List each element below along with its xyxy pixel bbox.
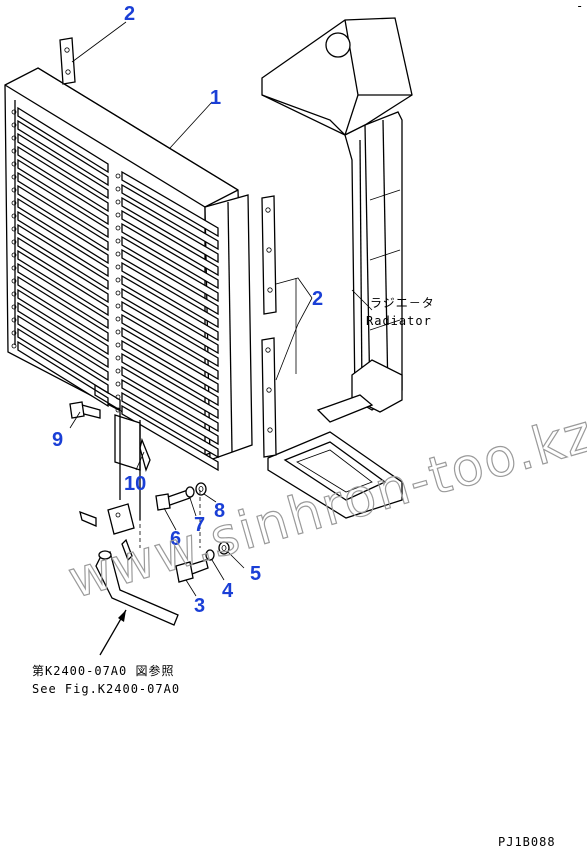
louver-slat-left (17, 106, 109, 174)
louver-slat-right (121, 261, 219, 329)
louver-bolt (115, 329, 121, 335)
louver-bolt (115, 290, 121, 296)
louver-bolt (115, 199, 121, 205)
louver-bolt (115, 355, 121, 361)
louver-bolt (11, 226, 17, 232)
louver-bolt (11, 122, 17, 128)
louver-bolt (11, 278, 17, 284)
louver-bolt (115, 186, 121, 192)
louver-slat-left (17, 158, 109, 226)
callout-10: 10 (124, 473, 146, 495)
louver-slat-right (121, 287, 219, 355)
louver-slat-left (17, 249, 109, 317)
louver-slat-right (121, 300, 219, 368)
radiator-drawing (261, 17, 413, 519)
leader-lines (69, 21, 373, 656)
callouts: 2 1 2 9 10 8 7 6 5 4 3 (52, 3, 323, 617)
louver-bolt (115, 173, 121, 179)
louver-slat-right (121, 352, 219, 420)
louver-bolt (11, 174, 17, 180)
louver-slat-right (121, 196, 219, 264)
fasteners-drawing (69, 401, 230, 626)
louver-slat-right (121, 170, 219, 238)
louver-bolt (115, 316, 121, 322)
louver-slat-left (17, 262, 109, 330)
louver-bolt (115, 381, 121, 387)
louver-bolt (11, 187, 17, 193)
louver-bolt (115, 368, 121, 374)
louver-bolt (11, 213, 17, 219)
louver-slat-left (17, 119, 109, 187)
louver-slat-left (17, 340, 109, 408)
louver-slat-left (17, 145, 109, 213)
louver-slat-right (121, 248, 219, 316)
louver-slat-left (17, 184, 109, 252)
louver-bolt (11, 135, 17, 141)
louver-slat-right (121, 235, 219, 303)
louver-bolt (115, 303, 121, 309)
louver-slat-right (121, 183, 219, 251)
louver-slat-right (121, 391, 219, 459)
louver-slat-right (121, 365, 219, 433)
louver-slat-left (17, 197, 109, 265)
louver-slat-left (17, 210, 109, 278)
louver-bolt (11, 304, 17, 310)
corner-mark: - (576, 0, 584, 13)
louver-bolt (11, 265, 17, 271)
louver-slat-left (17, 171, 109, 239)
louver-bolt (11, 239, 17, 245)
louver-slat-right (121, 378, 219, 446)
louver-bolt (115, 225, 121, 231)
drawing-code: PJ1B088 (498, 835, 556, 849)
callout-2-right: 2 (312, 288, 323, 310)
louver-bolt (11, 200, 17, 206)
louver-bolt (11, 109, 17, 115)
louver-slat-left (17, 132, 109, 200)
louver-slats (11, 106, 219, 472)
louver-bolt (115, 277, 121, 283)
callout-4: 4 (222, 580, 234, 602)
louver-slat-left (17, 236, 109, 304)
callout-5: 5 (250, 563, 261, 585)
callout-8: 8 (214, 500, 225, 522)
louver-bolt (11, 148, 17, 154)
callout-6: 6 (170, 528, 181, 550)
callout-3: 3 (194, 595, 205, 617)
louver-slat-right (121, 313, 219, 381)
louver-bolt (115, 342, 121, 348)
louver-slat-right (121, 339, 219, 407)
louver-bolt (115, 212, 121, 218)
see-fig-label-en: See Fig.K2400-07A0 (32, 682, 180, 696)
radiator-label-jp: ラジエ－タ (370, 296, 435, 310)
louver-bolt (115, 238, 121, 244)
louver-bolt (11, 330, 17, 336)
louver-bolt (115, 264, 121, 270)
callout-9: 9 (52, 429, 63, 451)
louver-guard-drawing (4, 37, 277, 520)
louver-slat-left (17, 301, 109, 369)
louver-slat-right (121, 209, 219, 277)
louver-slat-left (17, 288, 109, 356)
callout-7: 7 (194, 514, 205, 536)
louver-slat-left (17, 275, 109, 343)
louver-bolt (115, 251, 121, 257)
louver-slat-left (17, 223, 109, 291)
louver-slat-right (121, 222, 219, 290)
radiator-label-en: Radiator (366, 314, 432, 328)
callout-1: 1 (210, 87, 221, 109)
callout-2-top: 2 (124, 3, 135, 25)
louver-bolt (11, 291, 17, 297)
louver-bolt (11, 317, 17, 323)
louver-slat-right (121, 274, 219, 342)
see-fig-label-jp: 第K2400-07A0 図参照 (32, 663, 174, 678)
louver-slat-left (17, 314, 109, 382)
louver-bolt (11, 343, 17, 349)
louver-bolt (11, 252, 17, 258)
louver-slat-right (121, 326, 219, 394)
louver-slat-right (121, 404, 219, 472)
louver-bolt (11, 161, 17, 167)
